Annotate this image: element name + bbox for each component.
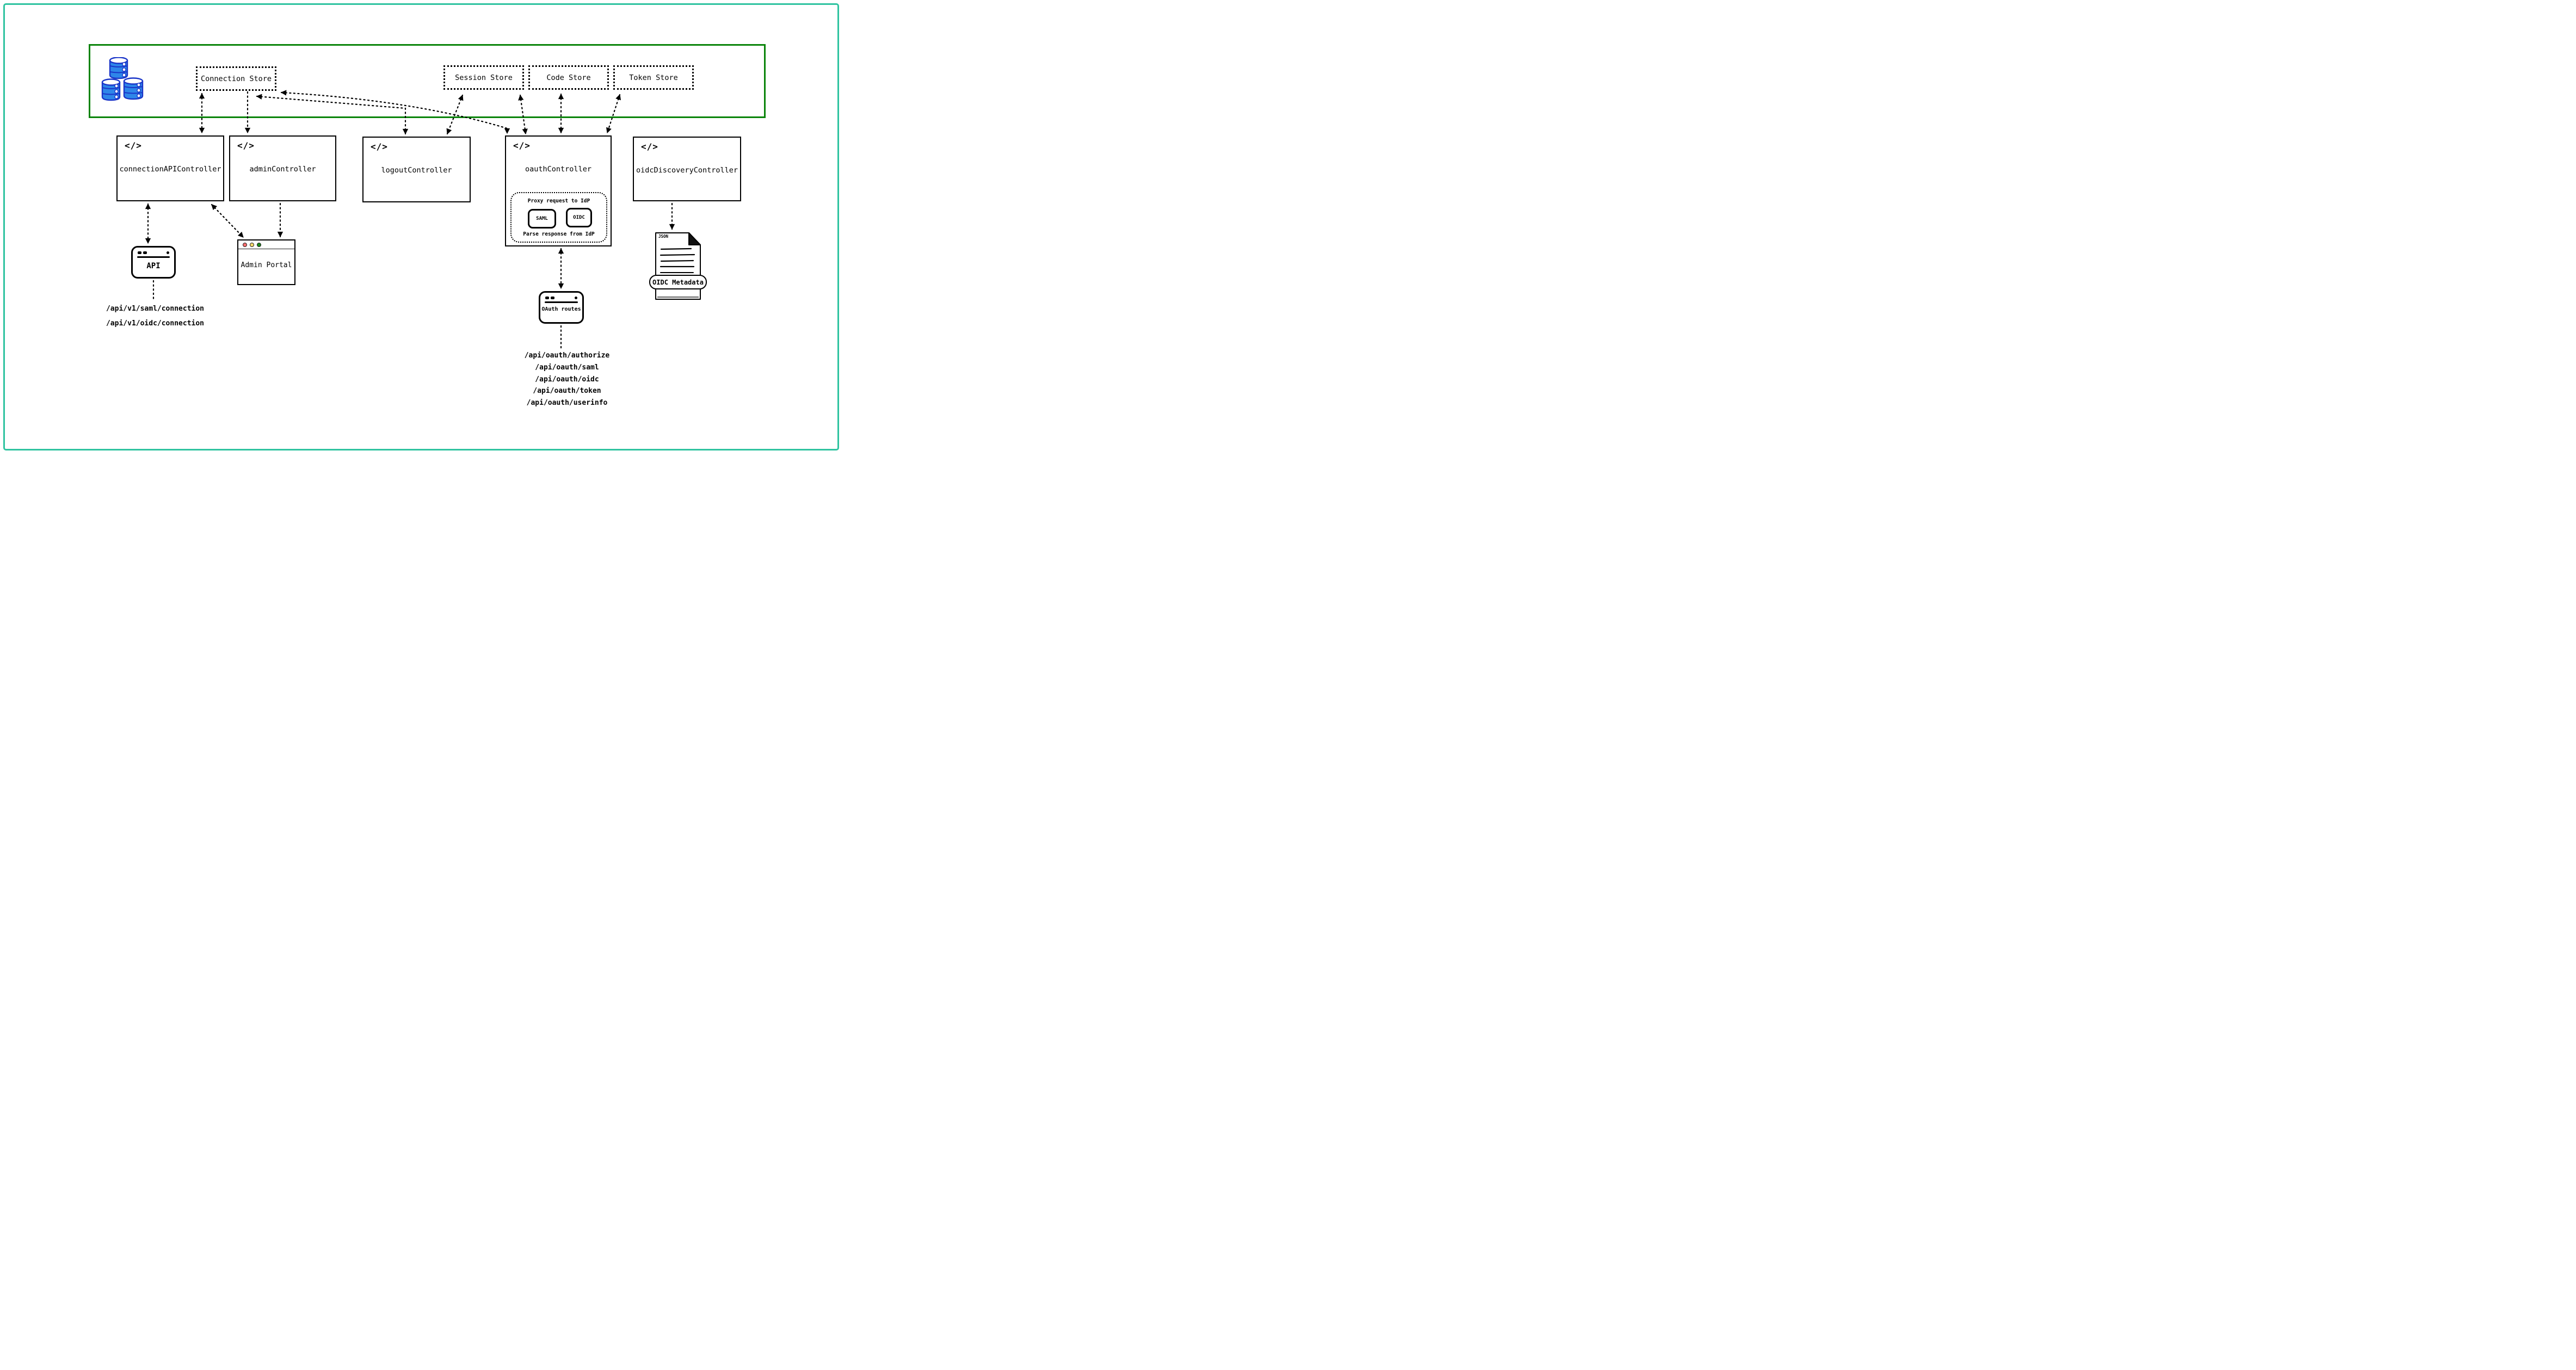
oauth-routes-label: OAuth routes — [541, 306, 581, 312]
store-token-label: Token Store — [629, 73, 678, 82]
window-titlebar-line — [545, 301, 578, 303]
store-session: Session Store — [443, 65, 524, 90]
controller-logout: </> logoutController — [362, 137, 471, 202]
window-button-icon — [551, 297, 554, 299]
api-endpoint: /api/v1/oidc/connection — [106, 319, 204, 328]
idp-proxy-box: Proxy request to IdP SAML OIDC Parse res… — [510, 192, 607, 243]
controller-oauth-label: oauthController — [525, 165, 591, 174]
oidc-chip: OIDC — [566, 208, 592, 227]
oidc-metadata-document — [655, 232, 701, 300]
oidc-chip-label: OIDC — [573, 215, 585, 220]
store-connection: Connection Store — [196, 66, 276, 91]
controller-admin-label: adminController — [249, 165, 316, 174]
traffic-light-green-icon — [257, 242, 261, 247]
admin-portal-label: Admin Portal — [241, 261, 292, 269]
oauth-routes-icon: OAuth routes — [539, 291, 584, 324]
controller-oidc-discovery-label: oidcDiscoveryController — [636, 166, 738, 175]
window-button-icon — [545, 297, 549, 299]
oauth-endpoint: /api/oauth/saml — [535, 363, 599, 372]
window-titlebar-line — [137, 256, 170, 258]
controller-connection-api: </> connectionAPIController — [116, 135, 224, 201]
admin-portal-titlebar — [238, 240, 294, 249]
api-endpoint: /api/v1/saml/connection — [106, 305, 204, 313]
oauth-endpoint: /api/oauth/oidc — [535, 375, 599, 384]
folded-corner-icon — [688, 232, 701, 245]
controller-oidc-discovery: </> oidcDiscoveryController — [633, 137, 741, 201]
api-window-icon: API — [131, 246, 176, 279]
traffic-light-red-icon — [243, 242, 247, 247]
store-token: Token Store — [613, 65, 694, 90]
controller-logout-label: logoutController — [381, 166, 452, 175]
oauth-endpoint: /api/oauth/userinfo — [526, 399, 608, 407]
oauth-endpoint: /api/oauth/token — [533, 387, 601, 395]
store-code: Code Store — [528, 65, 609, 90]
oidc-metadata-banner: OIDC Metadata — [649, 275, 707, 289]
code-icon: </> — [641, 141, 658, 152]
diagram-canvas: { "diagram": { "code_icon": "</>", "stor… — [0, 0, 853, 454]
store-code-label: Code Store — [546, 73, 591, 82]
code-icon: </> — [237, 140, 255, 151]
code-icon: </> — [125, 140, 142, 151]
controller-oauth: </> oauthController Proxy request to IdP… — [505, 135, 612, 246]
json-file-type-label: JSON — [658, 234, 669, 239]
window-button-icon — [138, 251, 141, 254]
window-dot-icon — [167, 251, 169, 254]
oidc-metadata-banner-label: OIDC Metadata — [652, 278, 704, 286]
parse-response-label: Parse response from IdP — [523, 231, 595, 237]
store-session-label: Session Store — [455, 73, 513, 82]
store-connection-label: Connection Store — [200, 74, 272, 83]
saml-chip: SAML — [528, 209, 556, 229]
controller-admin: </> adminController — [229, 135, 336, 201]
controller-connection-api-label: connectionAPIController — [119, 165, 221, 174]
code-icon: </> — [371, 141, 388, 152]
traffic-light-yellow-icon — [250, 242, 254, 247]
outer-frame — [3, 3, 839, 451]
window-dot-icon — [575, 297, 577, 299]
window-button-icon — [143, 251, 147, 254]
proxy-request-label: Proxy request to IdP — [527, 198, 590, 204]
api-window-label: API — [146, 262, 161, 270]
code-icon: </> — [513, 140, 531, 151]
saml-chip-label: SAML — [536, 216, 548, 221]
admin-portal-window: Admin Portal — [237, 239, 295, 285]
oauth-endpoint: /api/oauth/authorize — [524, 351, 610, 360]
database-icon — [101, 57, 144, 101]
